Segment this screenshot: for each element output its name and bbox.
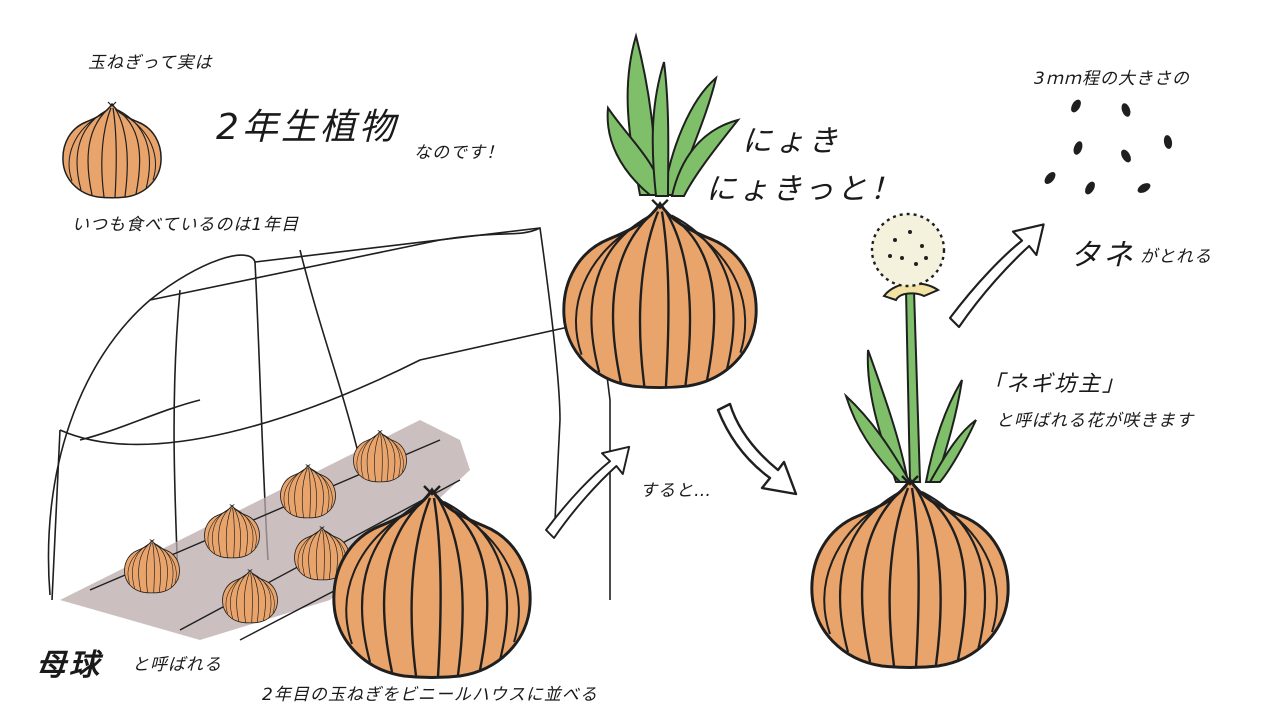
seed-text: タネ	[1070, 238, 1136, 273]
headline-text: 2年生植物	[216, 107, 398, 148]
negi-bouzu-flower	[870, 212, 946, 288]
first-year-text: いつも食べているのは1年目	[72, 215, 300, 235]
flower-stalk	[904, 289, 922, 483]
greenhouse-caption-text: 2年目の玉ねぎをビニールハウスに並べる	[262, 685, 598, 705]
flower-name-text: 「ネギ坊主」	[982, 372, 1127, 397]
sprouting-onion	[562, 198, 758, 389]
intro-onion	[62, 101, 162, 199]
flowering-onion	[810, 474, 1010, 669]
sprout-leaves	[606, 32, 741, 197]
seed-size-text: 3ｍｍ程の大きさの	[1034, 69, 1190, 89]
arrow-to-seed-icon	[948, 223, 1045, 329]
then-text: すると…	[640, 481, 712, 501]
flower-leaves	[843, 349, 977, 483]
arrow-to-flower-icon	[716, 402, 798, 496]
mother-bulb-text: 母球	[36, 648, 102, 683]
greenhouse	[47, 227, 611, 601]
headline-tail-text: なのです！	[414, 143, 504, 163]
sprout-text-1: にょき	[742, 124, 841, 159]
intro-text: 玉ねぎって実は	[88, 53, 213, 73]
mother-bulb-tail-text: と呼ばれる	[132, 655, 222, 675]
flower-dots	[888, 230, 928, 266]
flower-desc-text: と呼ばれる花が咲きます	[996, 411, 1194, 431]
seeds	[1044, 99, 1173, 195]
sprout-text-2: にょきっと！	[706, 172, 903, 207]
seed-tail-text: がとれる	[1140, 247, 1212, 267]
